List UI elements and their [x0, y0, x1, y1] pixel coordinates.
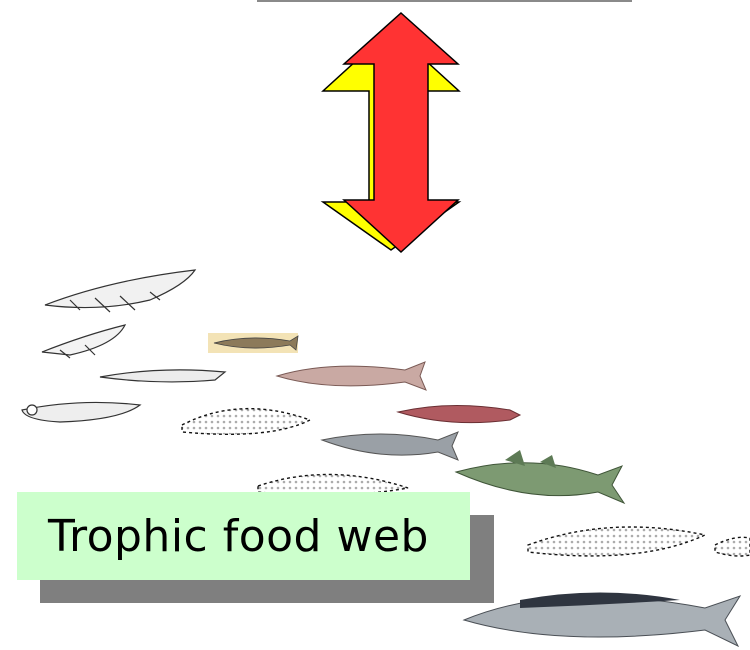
fish-sardine — [277, 362, 426, 390]
fish-mackerel — [456, 463, 624, 503]
arrow-front — [344, 13, 458, 252]
double-arrow-icon — [323, 13, 459, 252]
title-label: Trophic food web — [48, 511, 429, 562]
fish-larva-sketch — [22, 270, 225, 422]
fish-grey-small — [322, 432, 458, 460]
title-label-box: Trophic food web — [17, 492, 470, 580]
fish-red — [398, 405, 520, 422]
